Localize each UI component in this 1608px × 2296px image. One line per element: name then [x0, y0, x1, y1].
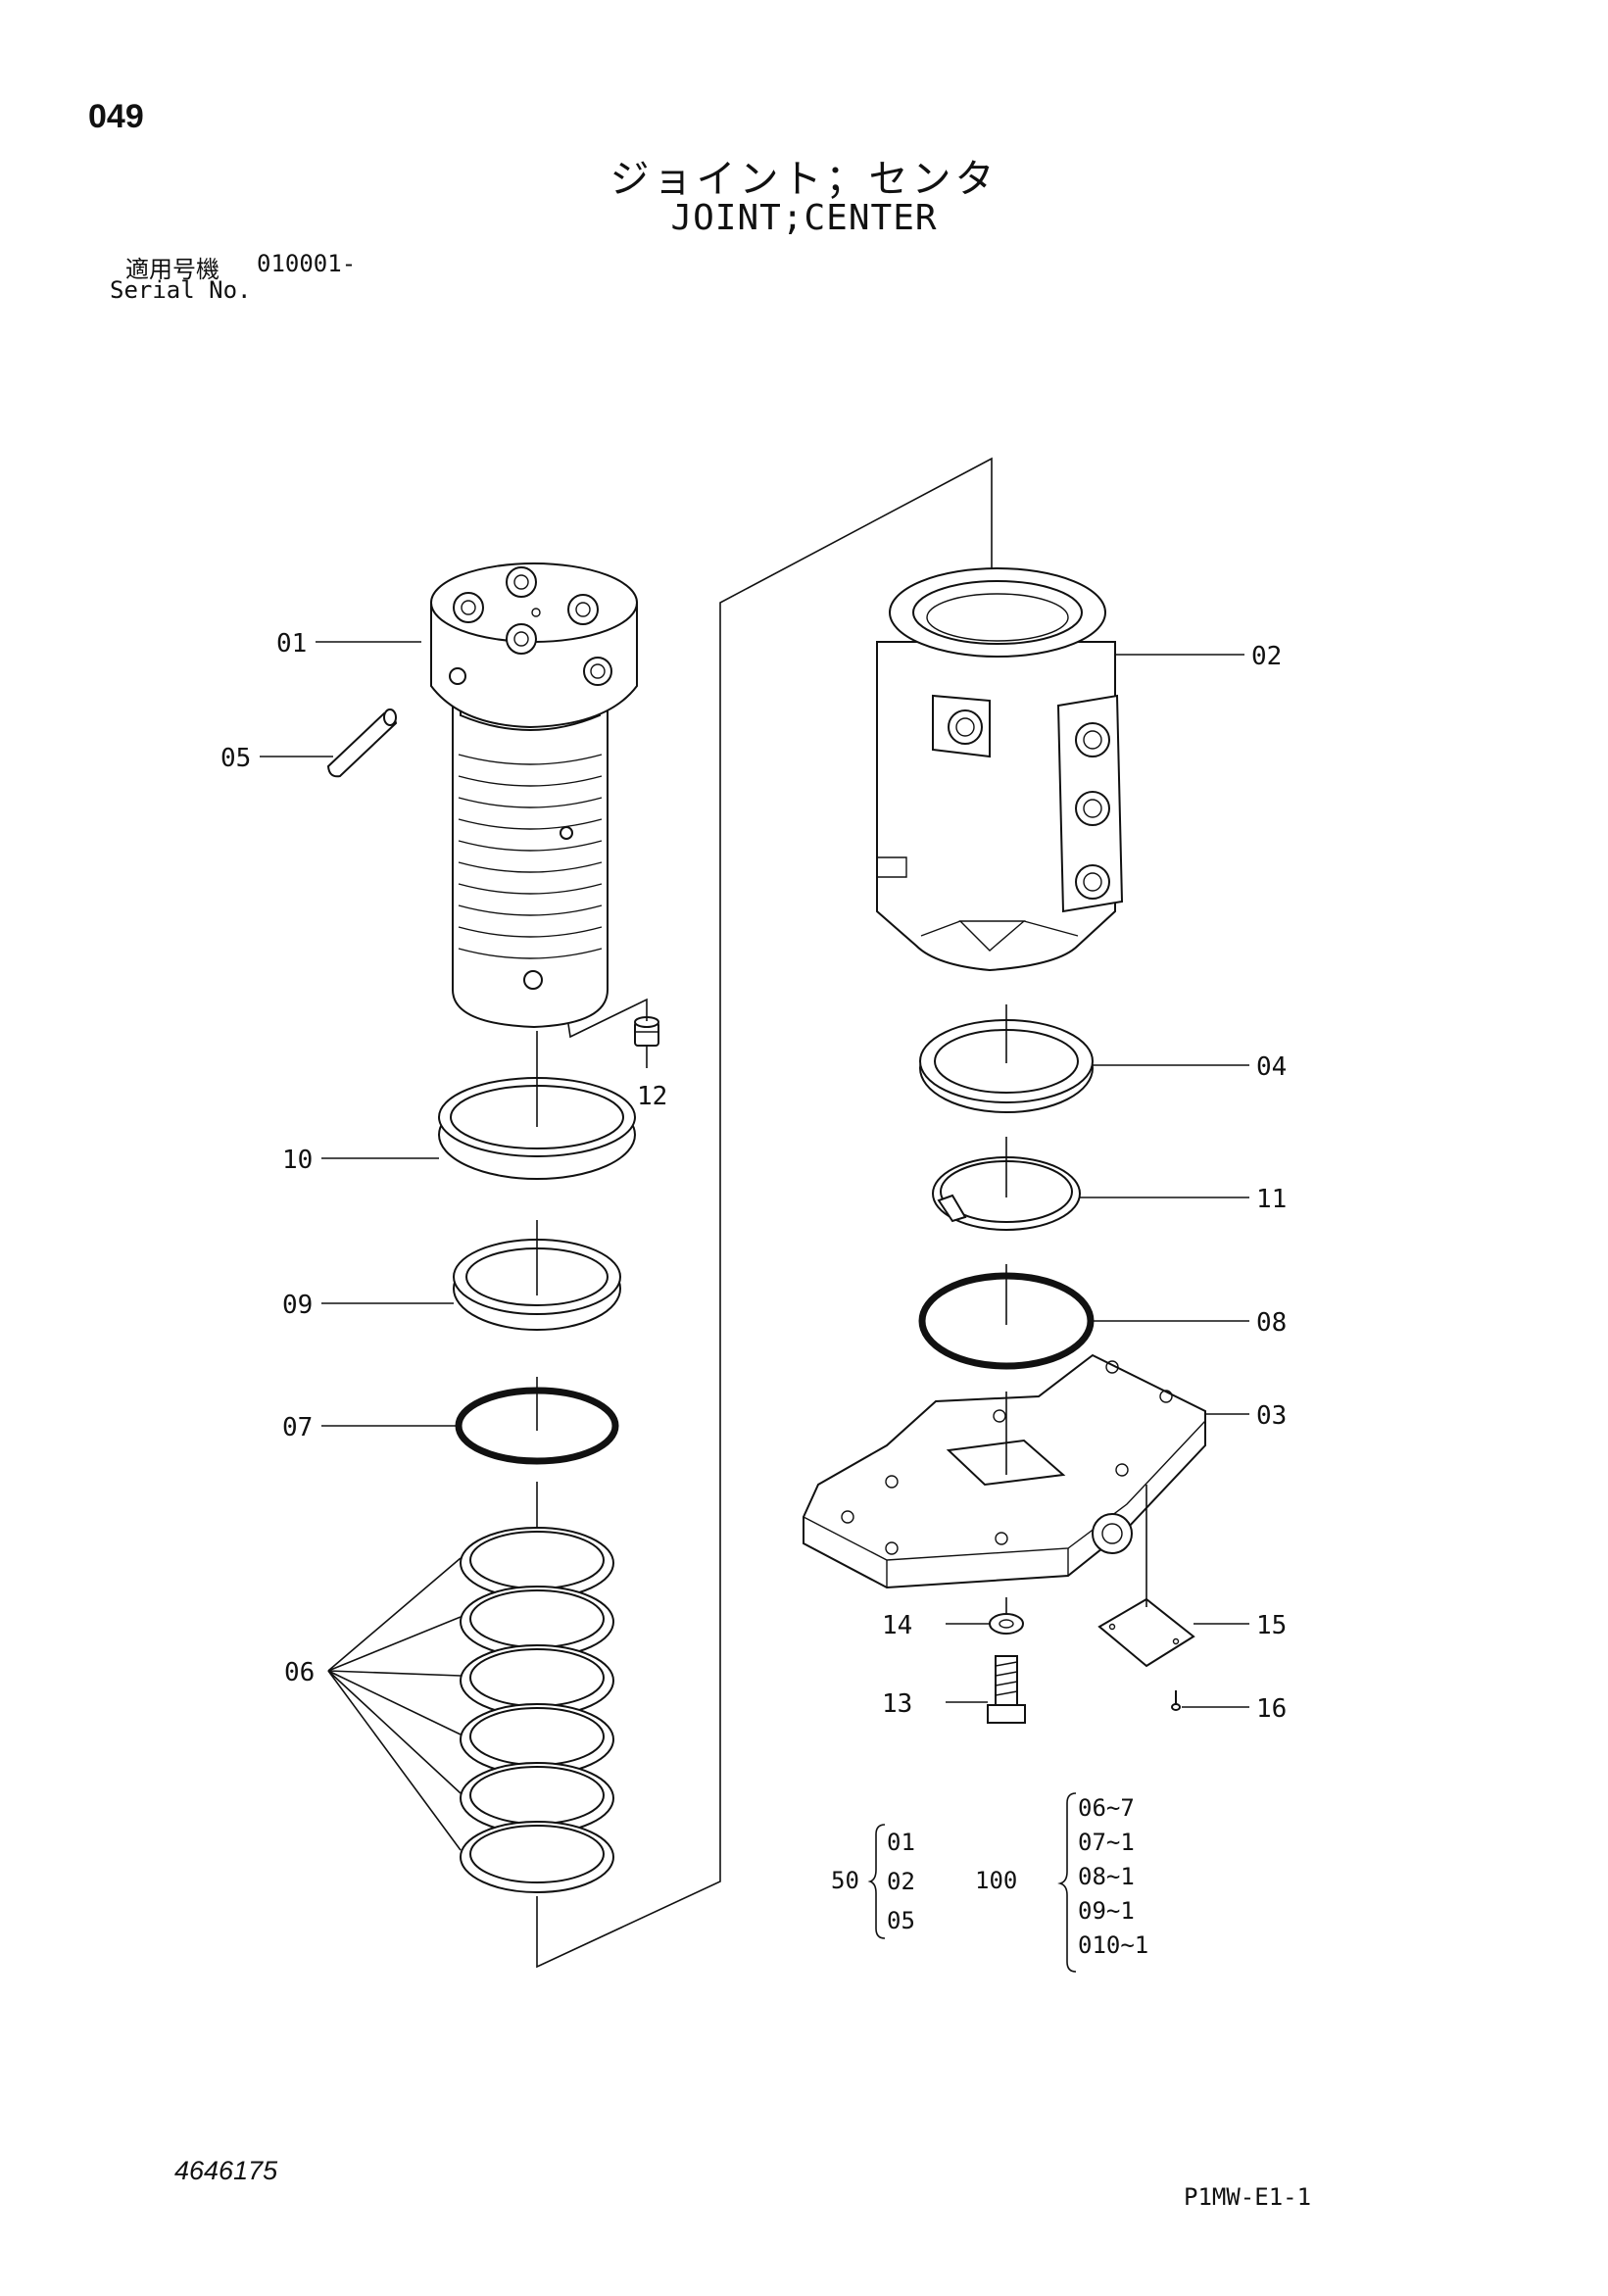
kit-100-number: 100 — [975, 1867, 1017, 1894]
rivet-part-16 — [1171, 1690, 1181, 1711]
callout-12: 12 — [637, 1082, 667, 1111]
kit-100-part-4: 09~1 — [1078, 1897, 1135, 1925]
page-number: 049 — [88, 98, 144, 135]
callout-01: 01 — [276, 629, 307, 659]
ring-set-part-06 — [460, 1527, 614, 1893]
plate-part-15 — [1097, 1597, 1195, 1668]
serial-range: 010001- — [257, 250, 357, 277]
callout-10: 10 — [282, 1146, 313, 1175]
plug-part-12 — [634, 1016, 659, 1047]
kit-50-group: 50 01 02 05 — [831, 1824, 915, 1939]
right-axis-lines — [1005, 1004, 1147, 1615]
document-number: 4646175 — [174, 2156, 278, 2185]
kit-100-part-2: 07~1 — [1078, 1829, 1135, 1856]
kit-100-brace — [1057, 1792, 1077, 1973]
leader-12 — [567, 998, 648, 1039]
spindle-part-01 — [430, 562, 638, 1029]
kit-100-part-5: 010~1 — [1078, 1931, 1148, 1959]
callout-leaders — [260, 641, 1249, 1851]
serial-label-english: Serial No. — [110, 276, 252, 304]
callout-13: 13 — [882, 1689, 912, 1719]
kit-50-part-2: 02 — [887, 1868, 915, 1895]
callout-06: 06 — [284, 1658, 315, 1687]
callout-07: 07 — [282, 1413, 313, 1442]
callout-08: 08 — [1256, 1308, 1287, 1338]
callout-15: 15 — [1256, 1611, 1287, 1640]
body-part-02 — [876, 567, 1124, 972]
title-japanese: ジョイント；センタ — [609, 157, 999, 202]
left-axis-lines — [536, 1031, 721, 1969]
callout-09: 09 — [282, 1291, 313, 1320]
kit-50-brace — [867, 1824, 886, 1939]
kit-50-part-1: 01 — [887, 1829, 915, 1856]
assembly-leader-line — [719, 457, 993, 1588]
callout-02: 02 — [1251, 642, 1282, 671]
title-english: JOINT;CENTER — [670, 198, 938, 238]
kit-50-number: 50 — [831, 1867, 859, 1894]
callout-14: 14 — [882, 1611, 912, 1640]
callout-03: 03 — [1256, 1401, 1287, 1431]
washer-part-14 — [989, 1613, 1024, 1635]
kit-100-group: 100 06~7 07~1 08~1 09~1 010~1 — [975, 1792, 1148, 1973]
callout-04: 04 — [1256, 1052, 1287, 1082]
bolt-part-13 — [987, 1655, 1026, 1724]
pin-part-05 — [326, 708, 398, 778]
serial-label-japanese: 適用号機 — [125, 256, 219, 283]
sheet-code: P1MW-E1-1 — [1184, 2183, 1312, 2211]
kit-100-part-3: 08~1 — [1078, 1863, 1135, 1890]
callout-11: 11 — [1256, 1185, 1287, 1214]
kit-50-part-3: 05 — [887, 1907, 915, 1934]
callout-16: 16 — [1256, 1694, 1287, 1724]
bracket-part-03 — [803, 1353, 1206, 1589]
callout-05: 05 — [220, 744, 251, 773]
kit-100-part-1: 06~7 — [1078, 1794, 1135, 1822]
